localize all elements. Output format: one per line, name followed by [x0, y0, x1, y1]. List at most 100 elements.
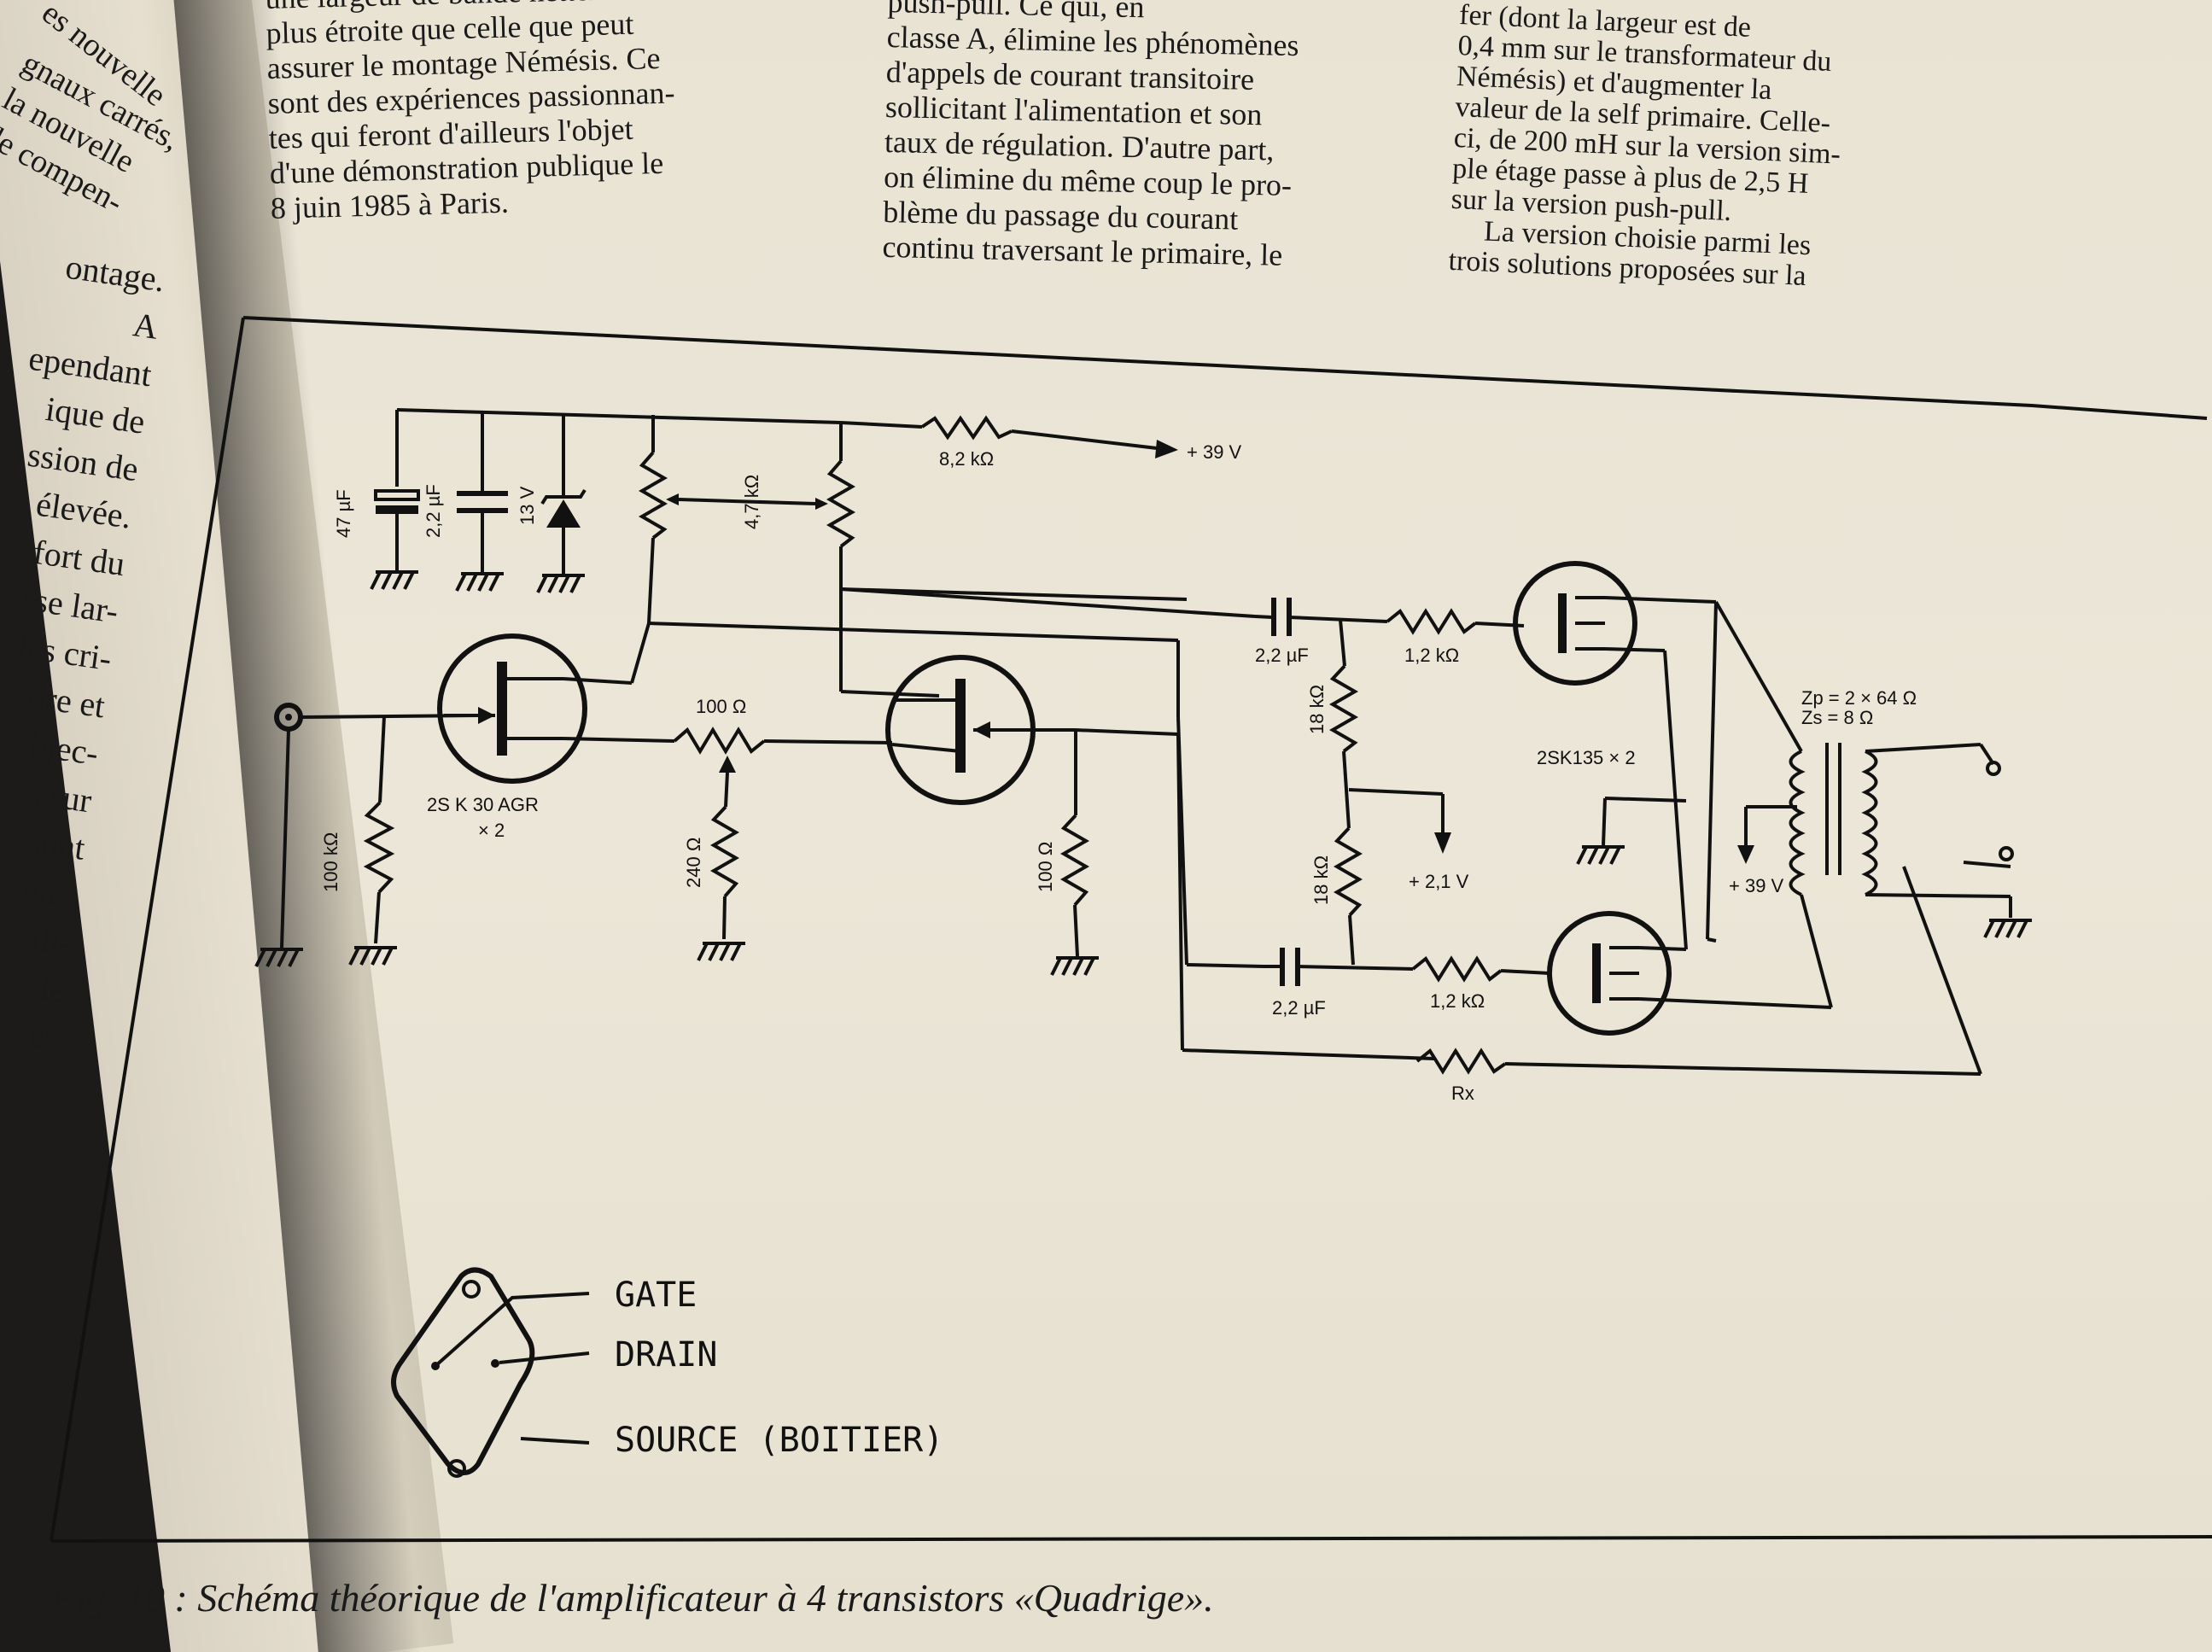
wire [1254, 615, 1273, 619]
ground-icon [697, 942, 745, 961]
wire [1706, 601, 1718, 940]
label-r-18k-bottom: 18 kΩ [1310, 855, 1332, 905]
wire [647, 537, 655, 624]
pinout-drain-pin [491, 1359, 499, 1368]
wire [1011, 429, 1158, 450]
wire [1604, 596, 1717, 604]
label-r-100-pot: 100 Ω [696, 696, 746, 717]
wire [563, 737, 675, 743]
zener-diode [546, 499, 581, 528]
output-transformer [1789, 743, 1878, 896]
wire [1348, 788, 1444, 796]
pinout-lead [434, 1292, 590, 1368]
pinout-hole [447, 1459, 466, 1478]
arrow-icon [719, 756, 736, 773]
capacitor-47uf [374, 489, 420, 501]
label-cap-top: 2,2 µF [1255, 645, 1309, 666]
dimension-arrow [678, 498, 816, 505]
wire [1182, 1048, 1435, 1060]
wire [1707, 937, 1717, 943]
wire [1602, 797, 1607, 846]
label-q-output: 2SK135 × 2 [1537, 747, 1636, 768]
input-jfet [437, 633, 587, 784]
ground-icon [254, 948, 303, 967]
pinout-lead [499, 1351, 590, 1364]
resistor-240 [709, 805, 740, 898]
output-mosfet-bottom [1547, 911, 1672, 1036]
arrow-icon [666, 493, 679, 505]
wire [1075, 728, 1179, 736]
capacitor-47uf [376, 505, 418, 514]
label-r-12k-top: 1,2 kΩ [1404, 645, 1459, 666]
resistor-18k-bottom [1333, 826, 1363, 917]
pinout-gate-label: GATE [615, 1275, 697, 1315]
wire [1504, 1062, 1981, 1076]
wire [1979, 743, 1995, 766]
label-r-100k: 100 kΩ [320, 832, 341, 892]
wire [1342, 750, 1351, 829]
wire [378, 715, 386, 803]
wire [648, 622, 1179, 642]
ground-icon [348, 946, 397, 966]
wire [374, 891, 381, 944]
figure-frame [50, 317, 245, 1542]
label-r-18k-top: 18 kΩ [1306, 685, 1328, 734]
arrow-icon [1434, 832, 1451, 854]
ground-icon [455, 572, 504, 592]
label-supply-39: + 39 V [1187, 441, 1242, 463]
wire [1800, 894, 1833, 1008]
ground-icon [536, 574, 585, 593]
wire [1176, 716, 1188, 966]
second-jfet [891, 743, 961, 753]
output-terminal [1999, 846, 2014, 861]
wire [1073, 904, 1079, 957]
label-zs: Zs = 8 Ω [1801, 707, 1873, 728]
label-r-47k: 4,7 kΩ [741, 475, 762, 529]
wire [1186, 963, 1264, 968]
wire [722, 896, 727, 940]
second-jfet [973, 721, 990, 738]
wire [280, 728, 290, 949]
pinout-hole [462, 1280, 481, 1299]
label-r-240: 240 Ω [683, 838, 704, 888]
wire [1604, 797, 1687, 803]
wire [1865, 743, 1981, 753]
ground-icon [1050, 956, 1099, 976]
label-zener: 13 V [517, 486, 538, 525]
resistor-100k [363, 801, 395, 894]
arrow-icon [815, 498, 828, 510]
figure-frame [50, 1535, 2212, 1543]
pinout-drain-label: DRAIN [615, 1335, 717, 1375]
wire [840, 587, 1188, 601]
label-zp: Zp = 2 × 64 Ω [1801, 687, 1917, 709]
resistor-1-2k-bottom [1411, 955, 1503, 983]
wire [396, 408, 842, 424]
input-jack [285, 714, 292, 721]
label-r-12k-bottom: 1,2 kΩ [1430, 990, 1485, 1012]
wire [763, 739, 893, 744]
wire [840, 690, 940, 698]
zener-diode [540, 488, 587, 505]
label-supply-39-trafo: + 39 V [1729, 875, 1784, 896]
resistor-1-2k-top [1386, 608, 1477, 635]
label-q-input: 2S K 30 AGR [427, 794, 539, 815]
label-r-100: 100 Ω [1035, 842, 1056, 892]
label-cap-22a: 2,2 µF [423, 484, 444, 538]
label-rx: Rx [1451, 1083, 1474, 1104]
arrow-icon [1737, 845, 1754, 864]
pinout-source-label: SOURCE (BOITIER) [615, 1421, 943, 1460]
potentiometer-100 [673, 727, 766, 755]
output-mosfet-top [1513, 561, 1637, 686]
wire [630, 622, 651, 684]
wire [1963, 861, 2011, 868]
wire [1865, 893, 2011, 898]
label-cap-47: 47 µF [333, 489, 354, 538]
wire [1714, 601, 1803, 752]
output-terminal [1986, 761, 2001, 776]
wire [1500, 969, 1550, 975]
wire [1638, 946, 1687, 951]
wire [1288, 616, 1388, 623]
resistor-18k-top [1328, 664, 1359, 753]
